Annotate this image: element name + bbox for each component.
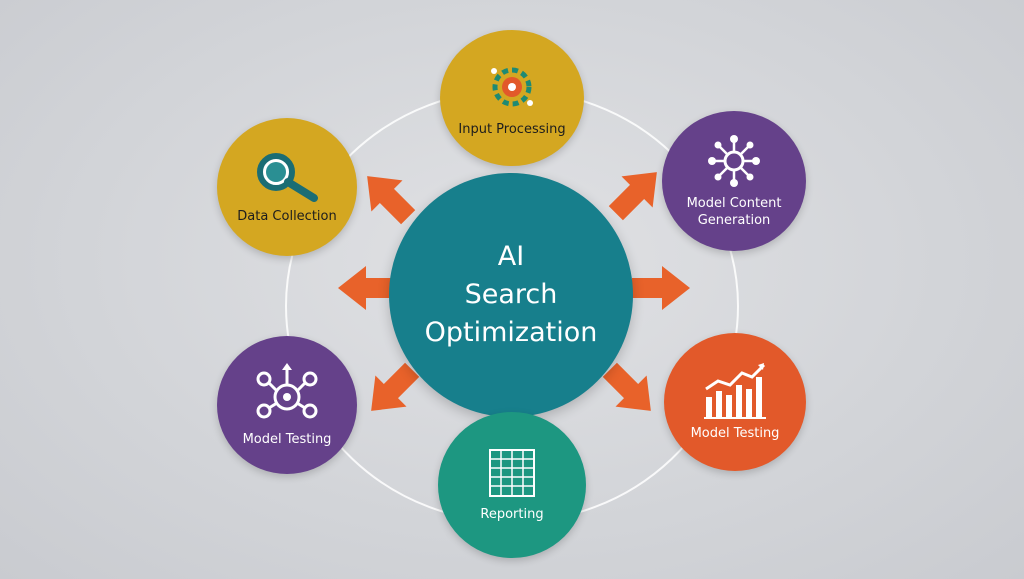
grid-report-icon [489, 448, 535, 497]
node-model-content-generation: Model Content Generation [662, 111, 806, 251]
arrow-3 [632, 266, 690, 310]
node-model-testing-left: Model Testing [217, 336, 357, 474]
center-node: AI Search Optimization [389, 173, 633, 417]
node-label: Input Processing [458, 121, 566, 137]
node-label: Data Collection [237, 208, 337, 224]
arrow-1 [608, 172, 657, 221]
network-icon [708, 135, 760, 187]
node-input-processing: Input Processing [440, 30, 584, 166]
gear-cluster-icon [491, 67, 533, 106]
node-label: Model Testing [690, 425, 780, 441]
bar-chart-icon [704, 362, 766, 419]
node-label: Reporting [480, 506, 544, 522]
node-reporting: Reporting [438, 412, 586, 558]
node-label: Model Testing [242, 431, 332, 447]
arrow-2 [338, 266, 396, 310]
magnifier-icon [257, 152, 318, 202]
node-data-collection: Data Collection [217, 118, 357, 256]
node-model-testing-right: Model Testing [664, 333, 806, 471]
gears-icon [256, 362, 318, 418]
node-label: Model Content Generation [686, 196, 782, 228]
center-title: AI Search Optimization [424, 241, 598, 348]
arrow-0 [367, 176, 416, 225]
arrow-4 [371, 362, 420, 411]
arrow-5 [602, 362, 651, 411]
